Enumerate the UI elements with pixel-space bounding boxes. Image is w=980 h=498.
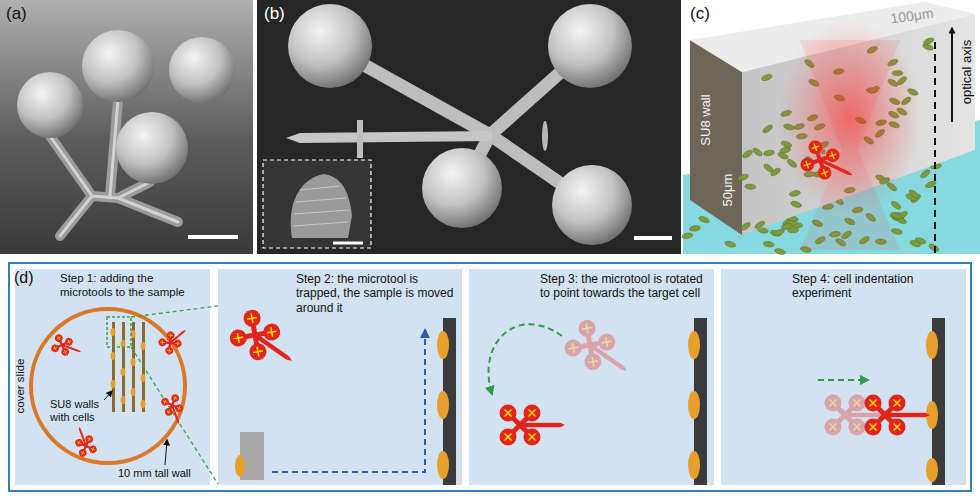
cell-mark [770,167,782,178]
text-holder: Step 3: the microtool is rotated to poin… [540,272,708,301]
cell-mark [682,232,694,239]
step-panel: Step 2: the microtool is trapped, the sa… [218,269,462,485]
cell-mark [737,173,749,181]
text-holder: SU8 wall [698,94,714,145]
text-holder: 100μm [889,5,934,28]
cell-mark [745,184,756,190]
cell-mark [890,211,902,220]
step-caption: Step 2: the microtool is trapped, the sa… [296,272,458,315]
cell-mark [754,220,766,230]
dimension-label: 50μm [720,174,736,207]
cell-mark [909,239,921,248]
cell-mark [774,248,786,256]
panel-label: (b) [264,4,285,24]
step-caption: Step 4: cell indentation experiment [792,272,962,301]
cell-mark [919,168,931,179]
cell-mark [789,190,801,197]
step-caption: Step 3: the microtool is rotated to poin… [540,272,708,301]
cell-mark [923,37,935,46]
figure-frame: (d) Step 1: adding the microtools to the … [8,262,972,492]
step-panel: Step 1: adding the microtools to the sam… [15,269,210,485]
cell-mark [773,228,785,237]
panel-label: (a) [6,4,27,24]
axis-note: cover slide [14,359,28,414]
text-holder: Step 1: adding the microtools to the sam… [60,272,208,300]
cell-mark [724,240,736,248]
cell-mark [890,200,902,211]
text-holder: SU8 walls with cells [50,398,108,424]
cell-mark [752,147,764,158]
callout-label: SU8 walls with cells [50,398,108,424]
cell-mark [698,215,710,224]
text-holder: (a) [6,4,27,24]
step-panel: Step 3: the microtool is rotated to poin… [469,269,714,485]
panel-label: (d) [14,268,34,287]
cell-mark [741,149,753,159]
text-holder: Step 2: the microtool is trapped, the sa… [296,272,458,315]
text-holder: cover slide [14,359,28,414]
callout-label: 10 mm tall wall [118,467,191,480]
cell-mark [790,200,802,208]
cell-mark [763,150,775,157]
cell-mark [689,225,701,232]
cell-mark [761,73,773,82]
cell-mark [762,124,774,135]
cell-mark [763,241,775,248]
text-holder: 10 mm tall wall [118,467,191,480]
text-holder: (b) [264,4,285,24]
text-holder: 50μm [720,174,736,207]
text-holder: optical axis [959,40,975,104]
text-holder: (c) [690,4,710,24]
cell-mark [740,221,752,232]
step-panel: Step 4: cell indentation experiment [721,269,966,485]
panel-label: (c) [690,4,710,24]
step-caption: Step 1: adding the microtools to the sam… [60,272,208,300]
dimension-label: 100μm [889,5,934,28]
text-holder: Step 4: cell indentation experiment [792,272,962,301]
axis-label: optical axis [959,40,975,104]
cell-mark [908,188,920,199]
text-holder: (d) [14,268,34,287]
part-label: SU8 wall [698,94,714,145]
cell-mark [928,243,940,253]
